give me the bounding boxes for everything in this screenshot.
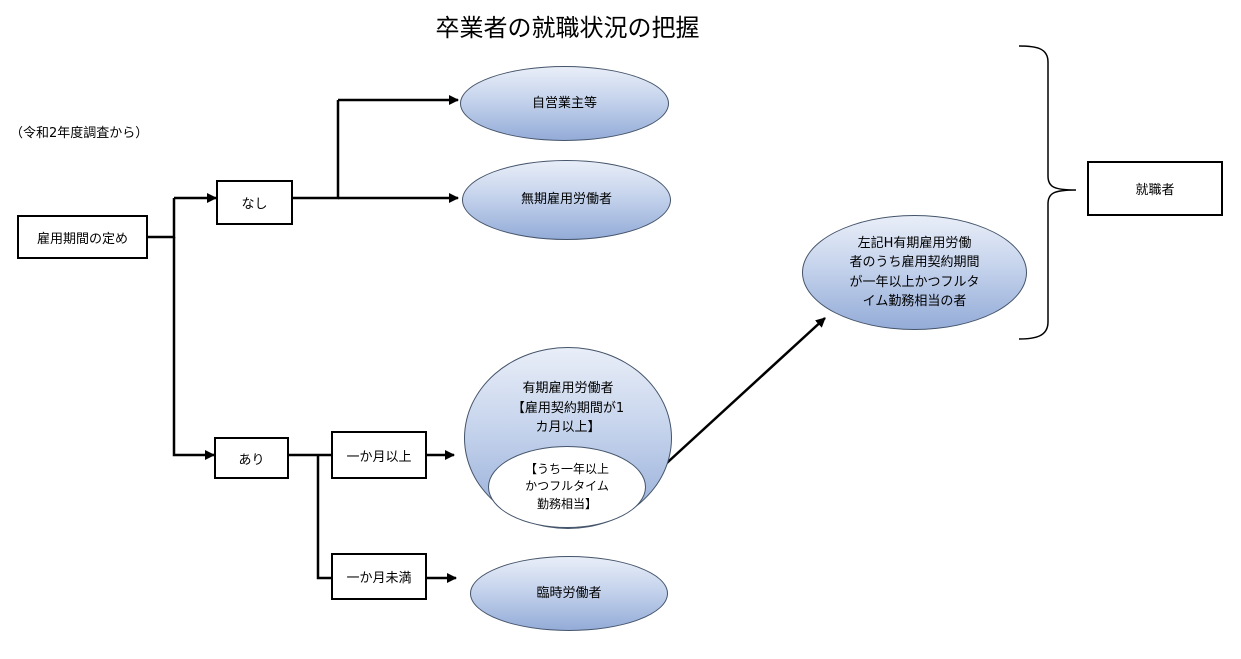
connector-to-qualified xyxy=(644,317,826,484)
oval-indefinite-workers: 無期雇用労働者 xyxy=(462,160,671,240)
box-exists: あり xyxy=(214,437,289,479)
connector-none-trunk xyxy=(293,100,340,200)
connector-to-exists xyxy=(172,237,215,460)
box-contract-period: 雇用期間の定め xyxy=(17,215,148,259)
oval-self-employed: 自営業主等 xyxy=(460,66,669,141)
oval-temporary-workers: 臨時労働者 xyxy=(470,556,668,631)
grouping-bracket xyxy=(1018,45,1077,340)
oval-qualified-fixed-term: 左記H有期雇用労働 者のうち雇用契約期間 が一年以上かつフルタ イム勤務相当の者 xyxy=(802,215,1027,330)
box-employed: 就職者 xyxy=(1087,161,1223,216)
box-none: なし xyxy=(216,180,293,225)
box-one-month-plus: 一か月以上 xyxy=(331,431,427,479)
connector-exists-to-under-month xyxy=(316,455,331,580)
box-under-one-month: 一か月未満 xyxy=(331,553,427,600)
oval-fixed-term-inner: 【うち一年以上 かつフルタイム 勤務相当】 xyxy=(488,446,646,528)
diagram-title: 卒業者の就職状況の把握 xyxy=(435,14,700,42)
fixed-term-label: 有期雇用労働者 【雇用契約期間が1 カ月以上】 xyxy=(511,381,625,435)
survey-note: （令和2年度調査から） xyxy=(10,126,149,141)
connector-contract-trunk xyxy=(148,198,176,239)
